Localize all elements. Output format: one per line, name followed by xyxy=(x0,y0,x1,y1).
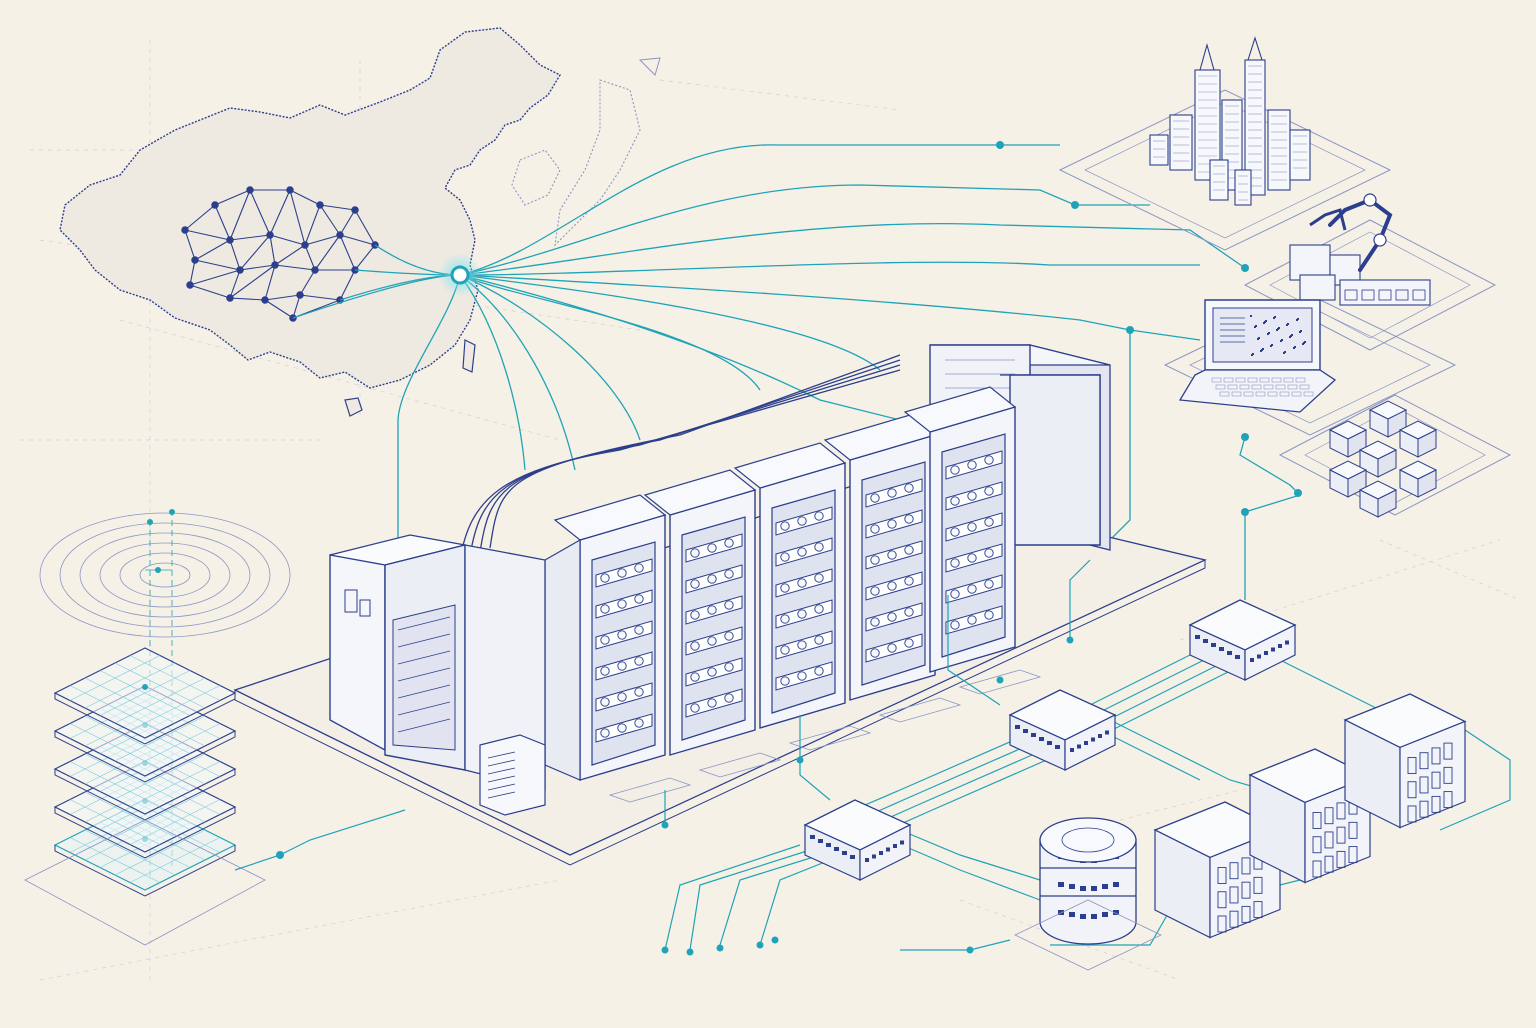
cube-stack-icon xyxy=(1328,400,1438,518)
laptop-icon xyxy=(1178,299,1337,413)
robot-arm-icon xyxy=(1289,193,1431,306)
hub-node-icon xyxy=(438,253,482,297)
application-tiles xyxy=(1058,36,1512,518)
city-skyline-icon xyxy=(1149,36,1311,206)
map-region-icon xyxy=(59,27,661,417)
server-rack-icon xyxy=(329,344,1111,816)
network-switch-icon xyxy=(803,599,1297,881)
server-box-icon xyxy=(1153,693,1467,939)
database-icon xyxy=(1014,817,1162,971)
layer-stack-icon xyxy=(24,647,406,946)
